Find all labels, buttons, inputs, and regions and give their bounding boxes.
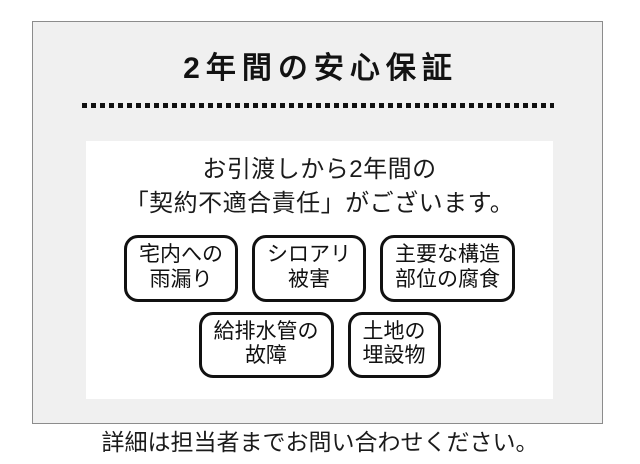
warranty-card: お引渡しから2年間の 「契約不適合責任」がございます。 宅内への 雨漏り シロア… [86,141,553,399]
coverage-chip-plumbing-failure: 給排水管の 故障 [198,311,334,379]
dotted-divider [81,102,554,108]
coverage-chip-buried-objects: 土地の 埋設物 [347,311,441,379]
chip-line: 故障 [245,344,287,368]
chip-line: 部位の腐食 [395,267,500,291]
coverage-chip-row-primary: 宅内への 雨漏り シロアリ 被害 主要な構造 部位の腐食 [86,235,553,302]
chip-line: 給排水管の [213,319,319,343]
chip-line: 被害 [288,267,330,291]
chip-line: 埋設物 [362,344,426,368]
coverage-chip-termite-damage: シロアリ 被害 [252,235,366,302]
coverage-chip-structural-decay: 主要な構造 部位の腐食 [380,235,515,302]
chip-line: 宅内への [139,243,223,267]
chip-line: 土地の [362,319,426,343]
coverage-chip-rain-leak: 宅内への 雨漏り [124,235,238,302]
chip-line: 主要な構造 [395,243,500,267]
card-lead-line-1: お引渡しから2年間の [202,156,437,183]
warranty-panel: 2年間の安心保証 お引渡しから2年間の 「契約不適合責任」がございます。 宅内へ… [32,21,603,424]
coverage-chip-row-secondary: 給排水管の 故障 土地の 埋設物 [86,311,553,379]
card-lead-line-2: 「契約不適合責任」がございます。 [124,190,515,218]
chip-line: シロアリ [267,243,351,267]
card-lead-text: お引渡しから2年間の 「契約不適合責任」がございます。 [86,141,553,221]
page-title: 2年間の安心保証 [183,52,458,85]
chip-line: 雨漏り [149,267,213,291]
panel-footnote: 詳細は担当者までお問い合わせください。 [101,429,539,455]
